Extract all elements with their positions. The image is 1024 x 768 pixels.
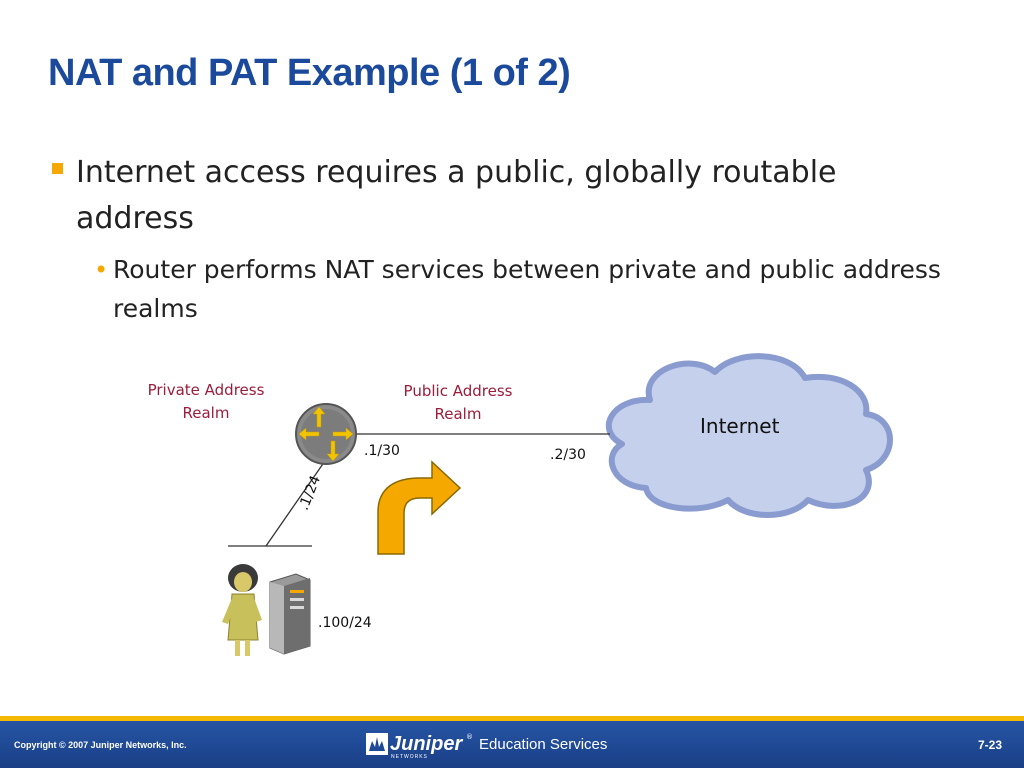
lan-link xyxy=(265,457,328,547)
server-icon xyxy=(269,573,311,655)
juniper-brand-subtitle: NETWORKS xyxy=(391,754,428,760)
host-address: .100/24 xyxy=(318,615,372,631)
router-public-address: .1/30 xyxy=(364,443,400,459)
slide-title: NAT and PAT Example (1 of 2) xyxy=(48,52,571,94)
public-realm-line-1: Public Address xyxy=(403,382,513,400)
user-icon xyxy=(222,564,262,656)
bullet-level-1-text: Internet access requires a public, globa… xyxy=(76,155,837,236)
public-realm-label: Public Address Realm xyxy=(378,380,538,426)
registered-mark: ® xyxy=(466,733,473,741)
private-realm-line-2: Realm xyxy=(182,404,230,422)
square-bullet-icon xyxy=(52,163,63,174)
juniper-brand: Juniper xyxy=(390,733,463,755)
nat-arrow-icon xyxy=(377,460,462,555)
bullet-level-2-text: Router performs NAT services between pri… xyxy=(113,255,941,323)
router-icon xyxy=(295,403,357,465)
footer-bar: Copyright © 2007 Juniper Networks, Inc. … xyxy=(0,716,1024,768)
private-realm-label: Private Address Realm xyxy=(126,379,286,425)
footer-accent-stripe xyxy=(0,716,1024,721)
private-realm-line-1: Private Address xyxy=(147,381,265,399)
public-realm-line-2: Realm xyxy=(434,405,482,423)
page-number: 7-23 xyxy=(978,738,1003,752)
education-services-label: Education Services xyxy=(479,736,608,753)
internet-cloud-label: Internet xyxy=(700,414,780,438)
copyright-text: Copyright © 2007 Juniper Networks, Inc. xyxy=(14,740,187,750)
internet-cloud-icon xyxy=(605,353,893,518)
cloud-address: .2/30 xyxy=(550,447,586,463)
dot-bullet-icon: • xyxy=(94,256,109,284)
juniper-logo-icon xyxy=(366,733,388,755)
